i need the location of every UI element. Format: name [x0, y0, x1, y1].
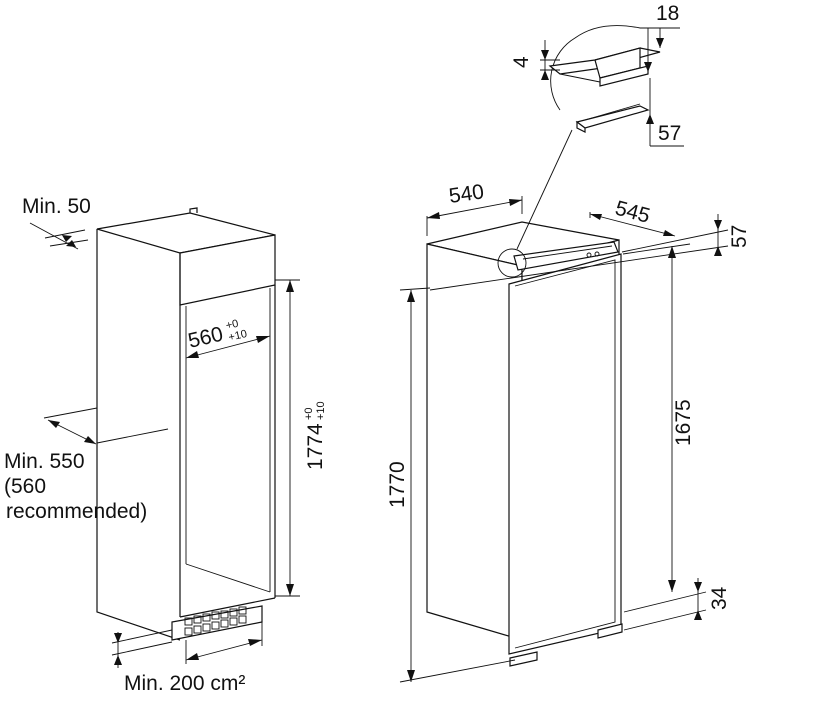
top-offset-dimension	[429, 214, 729, 291]
label-4: 4	[510, 56, 533, 68]
label-1774: 1774	[304, 423, 327, 470]
label-540: 540	[447, 180, 485, 208]
label-57-top: 57	[728, 225, 751, 248]
niche-cabinet	[29, 207, 300, 668]
label-1774-tol-lower: +10	[315, 401, 327, 420]
label-1675: 1675	[672, 399, 695, 446]
niche-height-dimension	[275, 279, 300, 597]
appliance-side	[426, 243, 523, 641]
label-recommended: recommended)	[6, 500, 147, 523]
label-1770: 1770	[386, 461, 409, 508]
label-min-200-cm2: Min. 200 cm²	[124, 672, 245, 695]
label-560-open: (560	[4, 475, 46, 498]
detail-marker	[497, 248, 527, 278]
label-niche-height: 1774 +0 +10	[303, 401, 327, 470]
vent-grille	[184, 606, 247, 636]
detail-view	[540, 25, 684, 147]
top-clearance-dimension	[29, 222, 89, 250]
appliance-foot-left	[509, 651, 538, 667]
label-57-detail: 57	[658, 122, 681, 145]
label-1774-tol-upper: +0	[303, 407, 315, 420]
bottom-offset-dimension	[623, 578, 707, 631]
appliance-foot-right	[597, 623, 623, 639]
door-height-dimension	[622, 243, 691, 592]
appliance-height-dimension	[399, 287, 516, 683]
label-min-550: Min. 550	[4, 450, 85, 473]
appliance-width-dimension	[426, 196, 523, 236]
label-18: 18	[656, 2, 679, 25]
label-min-50: Min. 50	[22, 195, 91, 218]
detail-circle-arc	[550, 25, 641, 111]
label-560-tol-lower: +10	[227, 328, 248, 344]
appliance-door	[508, 253, 622, 655]
label-niche-width: 560 +0 +10	[186, 318, 248, 353]
niche-depth-dimension	[43, 407, 169, 445]
appliance-depth-dimension	[589, 212, 676, 237]
vent-dimension	[111, 622, 263, 668]
appliance	[399, 129, 729, 683]
cabinet-left-side	[96, 229, 181, 641]
label-545: 545	[613, 197, 653, 228]
niche-width-dimension	[185, 335, 271, 359]
label-34: 34	[708, 586, 731, 610]
label-560: 560	[186, 323, 225, 353]
label-560-tol-upper: +0	[225, 318, 240, 333]
